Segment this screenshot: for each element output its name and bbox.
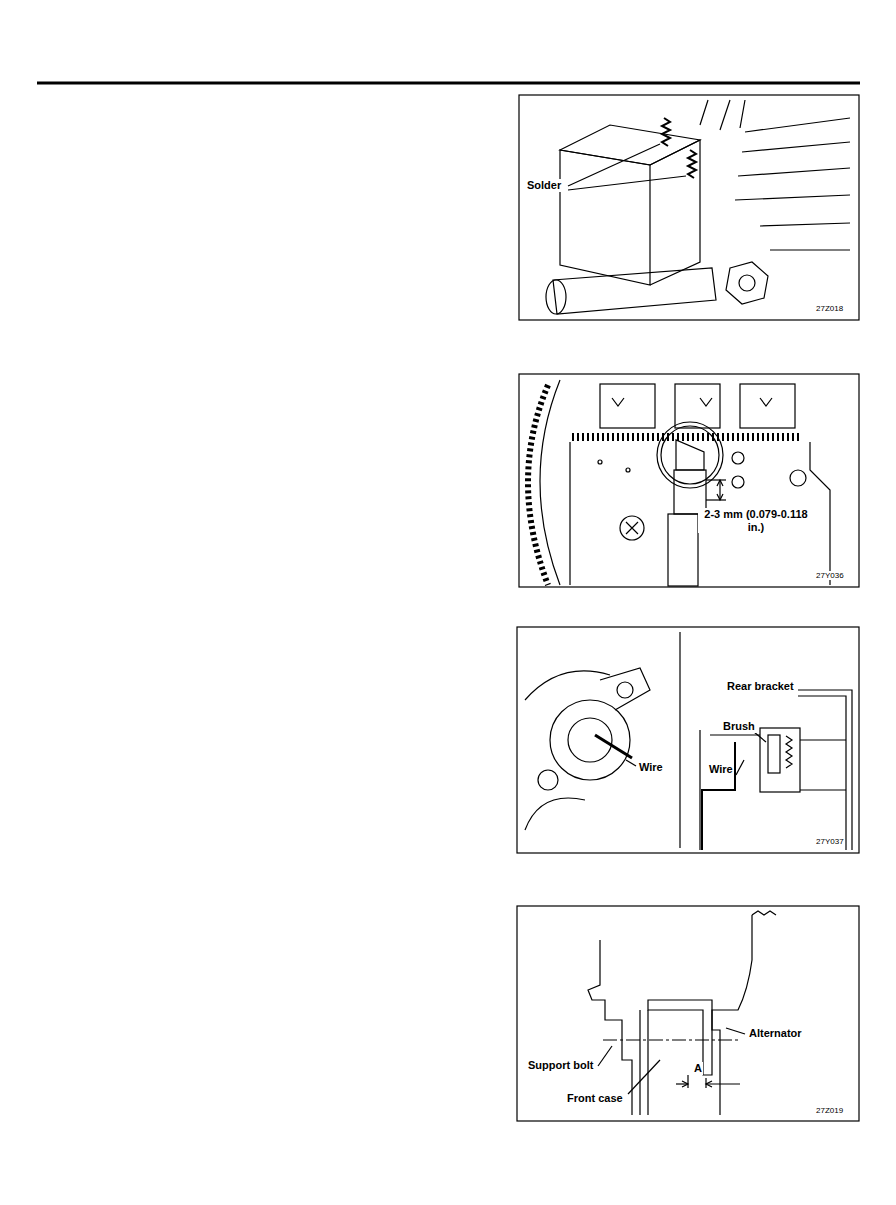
dimension-label: 2-3 mm (0.079-0.118 in.): [698, 508, 814, 533]
callout-label: Front case: [566, 1092, 624, 1105]
figure-number: 27Z019: [815, 1106, 844, 1115]
figure-brush-length: [519, 374, 859, 587]
header-rule: [37, 82, 860, 85]
figure-number: 27Y037: [815, 837, 845, 846]
figure-wire: [517, 627, 859, 853]
callout-label: Support bolt: [527, 1059, 594, 1072]
callout-label: Solder: [526, 179, 562, 192]
dimension-label: A: [693, 1062, 703, 1075]
figure-support-bolt: [517, 906, 859, 1121]
callout-label: Wire: [638, 761, 664, 774]
figure-solder: [519, 95, 859, 320]
callout-label: Wire: [708, 763, 734, 776]
callout-label: Brush: [722, 720, 756, 733]
callout-label: Alternator: [748, 1027, 803, 1040]
figure-number: 27Z018: [815, 304, 844, 313]
callout-label: Rear bracket: [726, 680, 795, 693]
figure-number: 27Y036: [815, 571, 845, 580]
